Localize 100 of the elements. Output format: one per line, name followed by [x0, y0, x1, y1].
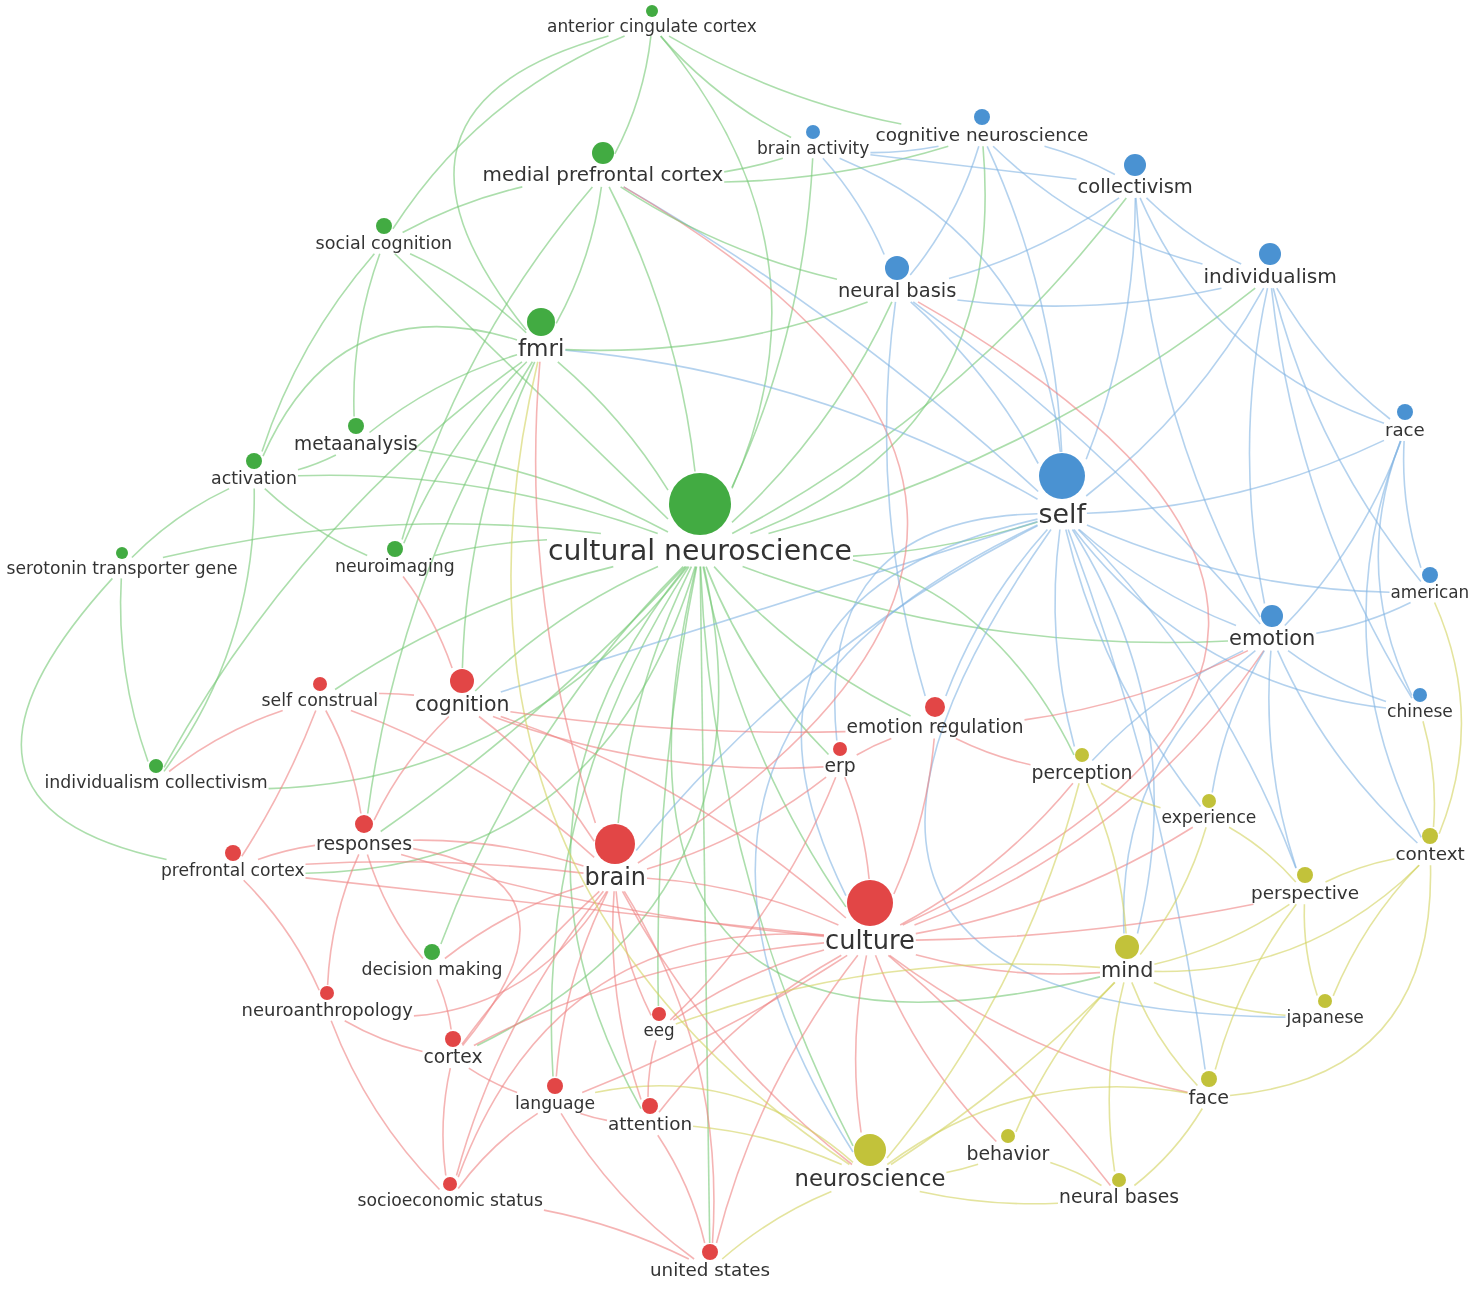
link-line: [330, 1020, 441, 1191]
keyword-label: mind: [1101, 958, 1154, 982]
link-line: [1422, 720, 1436, 828]
link-line: [403, 361, 528, 544]
link-line: [373, 715, 450, 821]
link-line: [657, 1134, 706, 1244]
keyword-label: erp: [824, 755, 856, 777]
link-line: [749, 145, 986, 535]
link-line: [579, 1112, 608, 1122]
link-line: [1284, 440, 1402, 627]
keyword-label: context: [1395, 844, 1465, 865]
link-line: [569, 565, 687, 1110]
link-line: [672, 949, 825, 1021]
link-line: [402, 575, 453, 669]
link-line: [855, 737, 893, 756]
link-line: [326, 853, 360, 986]
link-line: [1153, 903, 1291, 966]
link-line: [657, 565, 698, 1007]
link-line: [473, 942, 825, 1047]
link-line: [474, 565, 659, 692]
keyword-label: race: [1385, 420, 1425, 440]
link-line: [444, 885, 585, 960]
link-line: [334, 565, 615, 691]
link-line: [368, 354, 518, 434]
link-line: [945, 1163, 979, 1174]
link-line: [670, 565, 1101, 1003]
link-line: [901, 301, 1210, 926]
link-line: [635, 525, 1039, 852]
link-line: [1049, 1161, 1103, 1187]
link-line: [1122, 649, 1257, 935]
link-line: [400, 853, 825, 938]
link-line: [163, 361, 523, 769]
link-line: [401, 186, 524, 234]
link-line: [822, 157, 885, 256]
link-line: [713, 565, 912, 717]
link-line: [767, 287, 1256, 535]
link-line: [242, 879, 320, 991]
link-line: [1248, 287, 1269, 605]
link-line: [412, 839, 585, 867]
link-line: [453, 35, 610, 331]
link-line: [564, 349, 1039, 500]
link-line: [1153, 864, 1421, 973]
keyword-label: collectivism: [1077, 175, 1193, 197]
keyword-label: perception: [1031, 761, 1133, 783]
link-line: [257, 844, 316, 861]
link-line: [869, 145, 940, 154]
link-line: [543, 1209, 690, 1260]
link-line: [741, 565, 1229, 644]
link-line: [647, 1039, 657, 1098]
link-line: [20, 577, 168, 861]
link-line: [925, 528, 1287, 1018]
link-line: [608, 186, 696, 473]
link-line: [874, 954, 998, 1143]
link-line: [162, 522, 602, 559]
link-line: [1015, 981, 1116, 1133]
link-line: [1108, 981, 1125, 1173]
link-line: [350, 709, 595, 859]
link-line: [413, 890, 608, 1017]
link-line: [913, 649, 1265, 926]
link-line: [455, 890, 605, 1177]
link-line: [800, 518, 1039, 897]
link-line: [619, 186, 838, 280]
link-line: [476, 565, 720, 1047]
link-line: [731, 301, 893, 524]
keyword-label: individualism collectivism: [44, 772, 268, 792]
link-line: [852, 521, 1039, 557]
keyword-label: individualism: [1203, 265, 1337, 288]
link-line: [723, 145, 950, 183]
link-line: [623, 890, 715, 1244]
link-line: [1077, 528, 1297, 869]
keyword-label: perspective: [1251, 883, 1360, 904]
link-line: [1023, 649, 1249, 721]
link-line: [1229, 864, 1432, 1097]
link-line: [918, 1190, 1059, 1205]
link-line: [611, 890, 642, 1101]
keyword-label: neuroanthropology: [241, 1000, 413, 1020]
link-line: [412, 847, 521, 1047]
link-line: [261, 253, 376, 453]
link-line: [646, 877, 840, 926]
keyword-label: serotonin transporter gene: [6, 558, 238, 578]
link-line: [468, 1067, 518, 1094]
link-line: [1131, 981, 1199, 1087]
keyword-label: activation: [211, 468, 297, 488]
link-line: [948, 197, 1120, 280]
link-line: [899, 782, 1074, 926]
keyword-label: face: [1188, 1086, 1230, 1108]
keyword-label: self construal: [261, 690, 379, 710]
link-line: [614, 35, 652, 155]
link-line: [721, 1190, 833, 1260]
keyword-label: socioeconomic status: [357, 1190, 543, 1210]
link-line: [500, 520, 1039, 693]
link-line: [1287, 649, 1387, 703]
link-line: [844, 776, 870, 880]
keyword-label: brain activity: [757, 138, 870, 158]
link-line: [304, 860, 585, 874]
link-line: [715, 954, 859, 1244]
link-line: [297, 454, 337, 471]
link-line: [1153, 981, 1287, 1017]
link-line: [1067, 528, 1206, 1071]
link-line: [267, 565, 689, 790]
